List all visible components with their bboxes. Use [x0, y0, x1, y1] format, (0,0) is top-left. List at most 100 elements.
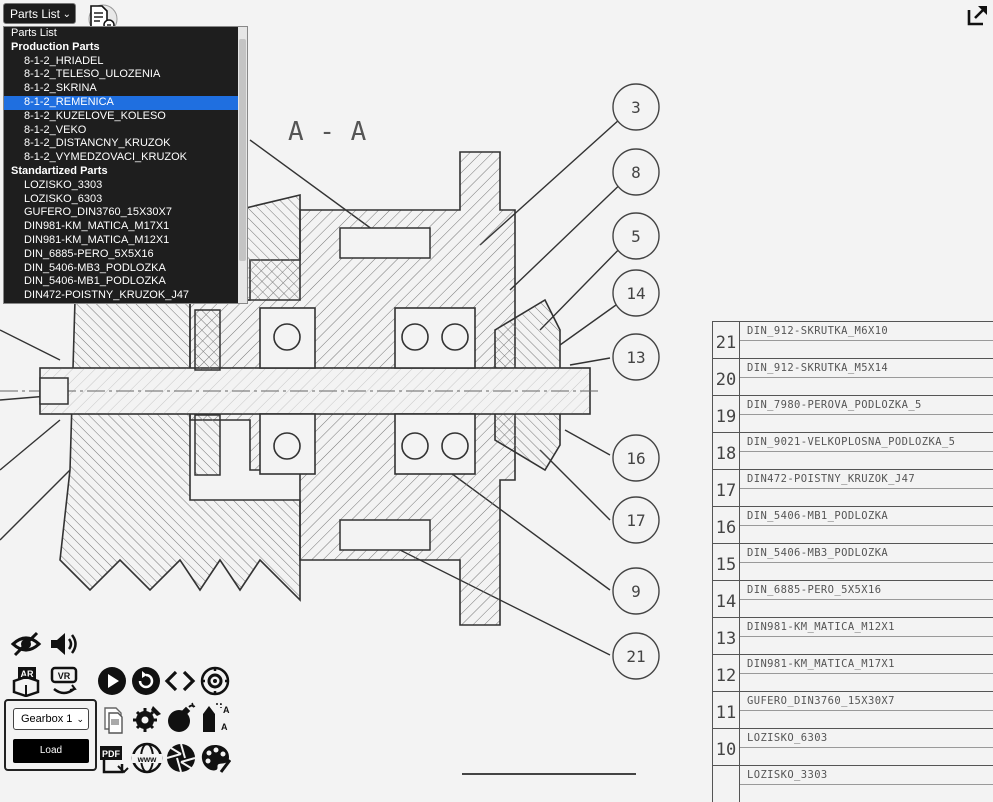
dropdown-option[interactable]: DIN981-KM_MATICA_M17X1 — [24, 220, 170, 233]
pdf-icon[interactable]: PDF — [98, 742, 130, 774]
part-number: 14 — [712, 581, 740, 617]
dropdown-option[interactable]: DIN_5406-MB1_PODLOZKA — [24, 275, 166, 288]
copy-file-icon[interactable] — [100, 705, 126, 735]
aperture-icon[interactable] — [165, 742, 197, 774]
balloon-label: 3 — [631, 98, 641, 117]
part-name: DIN_9021-VELKOPLOSNA_PODLOZKA_5 — [747, 436, 956, 448]
balloon-label: 17 — [626, 511, 645, 530]
dropdown-option[interactable]: 8-1-2_REMENICA — [4, 95, 247, 110]
chevron-down-icon: ⌄ — [62, 9, 71, 20]
part-name: LOZISKO_3303 — [747, 769, 828, 781]
part-name: DIN981-KM_MATICA_M17X1 — [747, 658, 895, 670]
dropdown-option[interactable]: 8-1-2_VEKO — [24, 123, 87, 136]
part-number: 13 — [712, 618, 740, 654]
svg-text:www: www — [137, 755, 157, 764]
code-icon[interactable] — [164, 665, 196, 697]
dropdown-scrollbar[interactable] — [238, 27, 247, 303]
svg-text:A: A — [223, 705, 230, 715]
reset-icon[interactable] — [130, 665, 162, 697]
table-row: 14 DIN_6885-PERO_5X5X16 — [712, 580, 993, 617]
load-button[interactable]: Load — [13, 739, 89, 763]
part-name: DIN_5406-MB1_PODLOZKA — [747, 510, 889, 522]
part-name: DIN_912-SKRUTKA_M5X14 — [747, 362, 889, 374]
balloon-label: 14 — [626, 284, 645, 303]
part-number: 12 — [712, 655, 740, 691]
dropdown-option[interactable]: LOZISKO_3303 — [24, 178, 103, 191]
table-row: 12 DIN981-KM_MATICA_M17X1 — [712, 654, 993, 691]
palette-icon[interactable] — [199, 742, 232, 774]
table-row: 18 DIN_9021-VELKOPLOSNA_PODLOZKA_5 — [712, 432, 993, 469]
part-number: 11 — [712, 692, 740, 728]
part-name: DIN_5406-MB3_PODLOZKA — [747, 547, 889, 559]
dropdown-option[interactable]: 8-1-2_DISTANCNY_KRUZOK — [24, 137, 171, 150]
dropdown-option[interactable]: 8-1-2_SKRINA — [24, 82, 97, 95]
part-name: LOZISKO_6303 — [747, 732, 828, 744]
bomb-icon[interactable] — [165, 702, 197, 734]
svg-text:A: A — [221, 722, 228, 732]
dropdown-group-label: Standartized Parts — [11, 164, 108, 177]
part-name: DIN_6885-PERO_5X5X16 — [747, 584, 882, 596]
balloon-label: 13 — [626, 348, 645, 367]
balloon-label: 8 — [631, 163, 641, 182]
model-select[interactable]: Gearbox 1 ⌄ — [13, 708, 89, 730]
part-name: DIN472-POISTNY_KRUZOK_J47 — [747, 473, 916, 485]
dropdown-option[interactable]: DIN_6885-PERO_5X5X16 — [24, 247, 154, 260]
view-select-value: Parts List — [10, 7, 61, 21]
dropdown-option[interactable]: GUFERO_DIN3760_15X30X7 — [24, 206, 172, 219]
part-name: GUFERO_DIN3760_15X30X7 — [747, 695, 895, 707]
part-number: 18 — [712, 433, 740, 469]
expand-icon[interactable] — [965, 2, 991, 28]
sound-icon[interactable] — [48, 628, 80, 660]
table-row: 17 DIN472-POISTNY_KRUZOK_J47 — [712, 469, 993, 506]
part-number — [712, 766, 740, 802]
table-row: 20 DIN_912-SKRUTKA_M5X14 — [712, 358, 993, 395]
vr-icon[interactable]: VR — [48, 665, 80, 697]
model-loader: Gearbox 1 ⌄ Load — [4, 699, 97, 771]
balloon-label: 16 — [626, 449, 645, 468]
play-icon[interactable] — [96, 665, 128, 697]
table-row: 15 DIN_5406-MB3_PODLOZKA — [712, 543, 993, 580]
svg-text:PDF: PDF — [102, 749, 121, 759]
dropdown-option-parts-list[interactable]: Parts List — [11, 27, 57, 39]
view-select[interactable]: Parts List ⌄ — [3, 3, 76, 24]
web-icon[interactable]: www — [131, 742, 163, 774]
dropdown-group-label: Production Parts — [11, 40, 100, 53]
table-row: LOZISKO_3303 — [712, 765, 993, 802]
model-select-value: Gearbox 1 — [21, 713, 73, 725]
part-number: 15 — [712, 544, 740, 580]
tools-icon[interactable] — [131, 702, 163, 734]
part-number: 10 — [712, 729, 740, 765]
balloon-label: 21 — [626, 647, 645, 666]
balloon-label: 5 — [631, 227, 641, 246]
dropdown-option[interactable]: 8-1-2_VYMEDZOVACI_KRUZOK — [24, 151, 188, 164]
chevron-down-icon: ⌄ — [76, 714, 84, 724]
table-row: 19 DIN_7980-PEROVA_PODLOZKA_5 — [712, 395, 993, 432]
table-row: 10 LOZISKO_6303 — [712, 728, 993, 765]
part-number: 17 — [712, 470, 740, 506]
section-label: A - A — [288, 117, 367, 147]
part-name: DIN_912-SKRUTKA_M6X10 — [747, 325, 889, 337]
dropdown-option[interactable]: 8-1-2_TELESO_ULOZENIA — [24, 68, 161, 81]
dropdown-option[interactable]: DIN981-KM_MATICA_M12X1 — [24, 233, 170, 246]
hide-icon[interactable] — [10, 628, 42, 660]
part-name: DIN_7980-PEROVA_PODLOZKA_5 — [747, 399, 922, 411]
dropdown-option[interactable]: DIN_5406-MB3_PODLOZKA — [24, 261, 166, 274]
dropdown-option[interactable]: 8-1-2_KUZELOVE_KOLESO — [24, 109, 166, 122]
dropdown-option[interactable]: 8-1-2_HRIADEL — [24, 54, 104, 67]
dropdown-option[interactable]: DIN472-POISTNY_KRUZOK_J47 — [24, 289, 190, 302]
part-number: 20 — [712, 359, 740, 395]
rotate-settings-icon[interactable] — [199, 665, 231, 697]
table-row: 13 DIN981-KM_MATICA_M12X1 — [712, 617, 993, 654]
svg-text:AR: AR — [21, 669, 34, 679]
ar-icon[interactable]: AR — [10, 665, 42, 698]
table-row: 11 GUFERO_DIN3760_15X30X7 — [712, 691, 993, 728]
part-number: 19 — [712, 396, 740, 432]
part-name: DIN981-KM_MATICA_M12X1 — [747, 621, 895, 633]
dropdown-option[interactable]: LOZISKO_6303 — [24, 192, 103, 205]
